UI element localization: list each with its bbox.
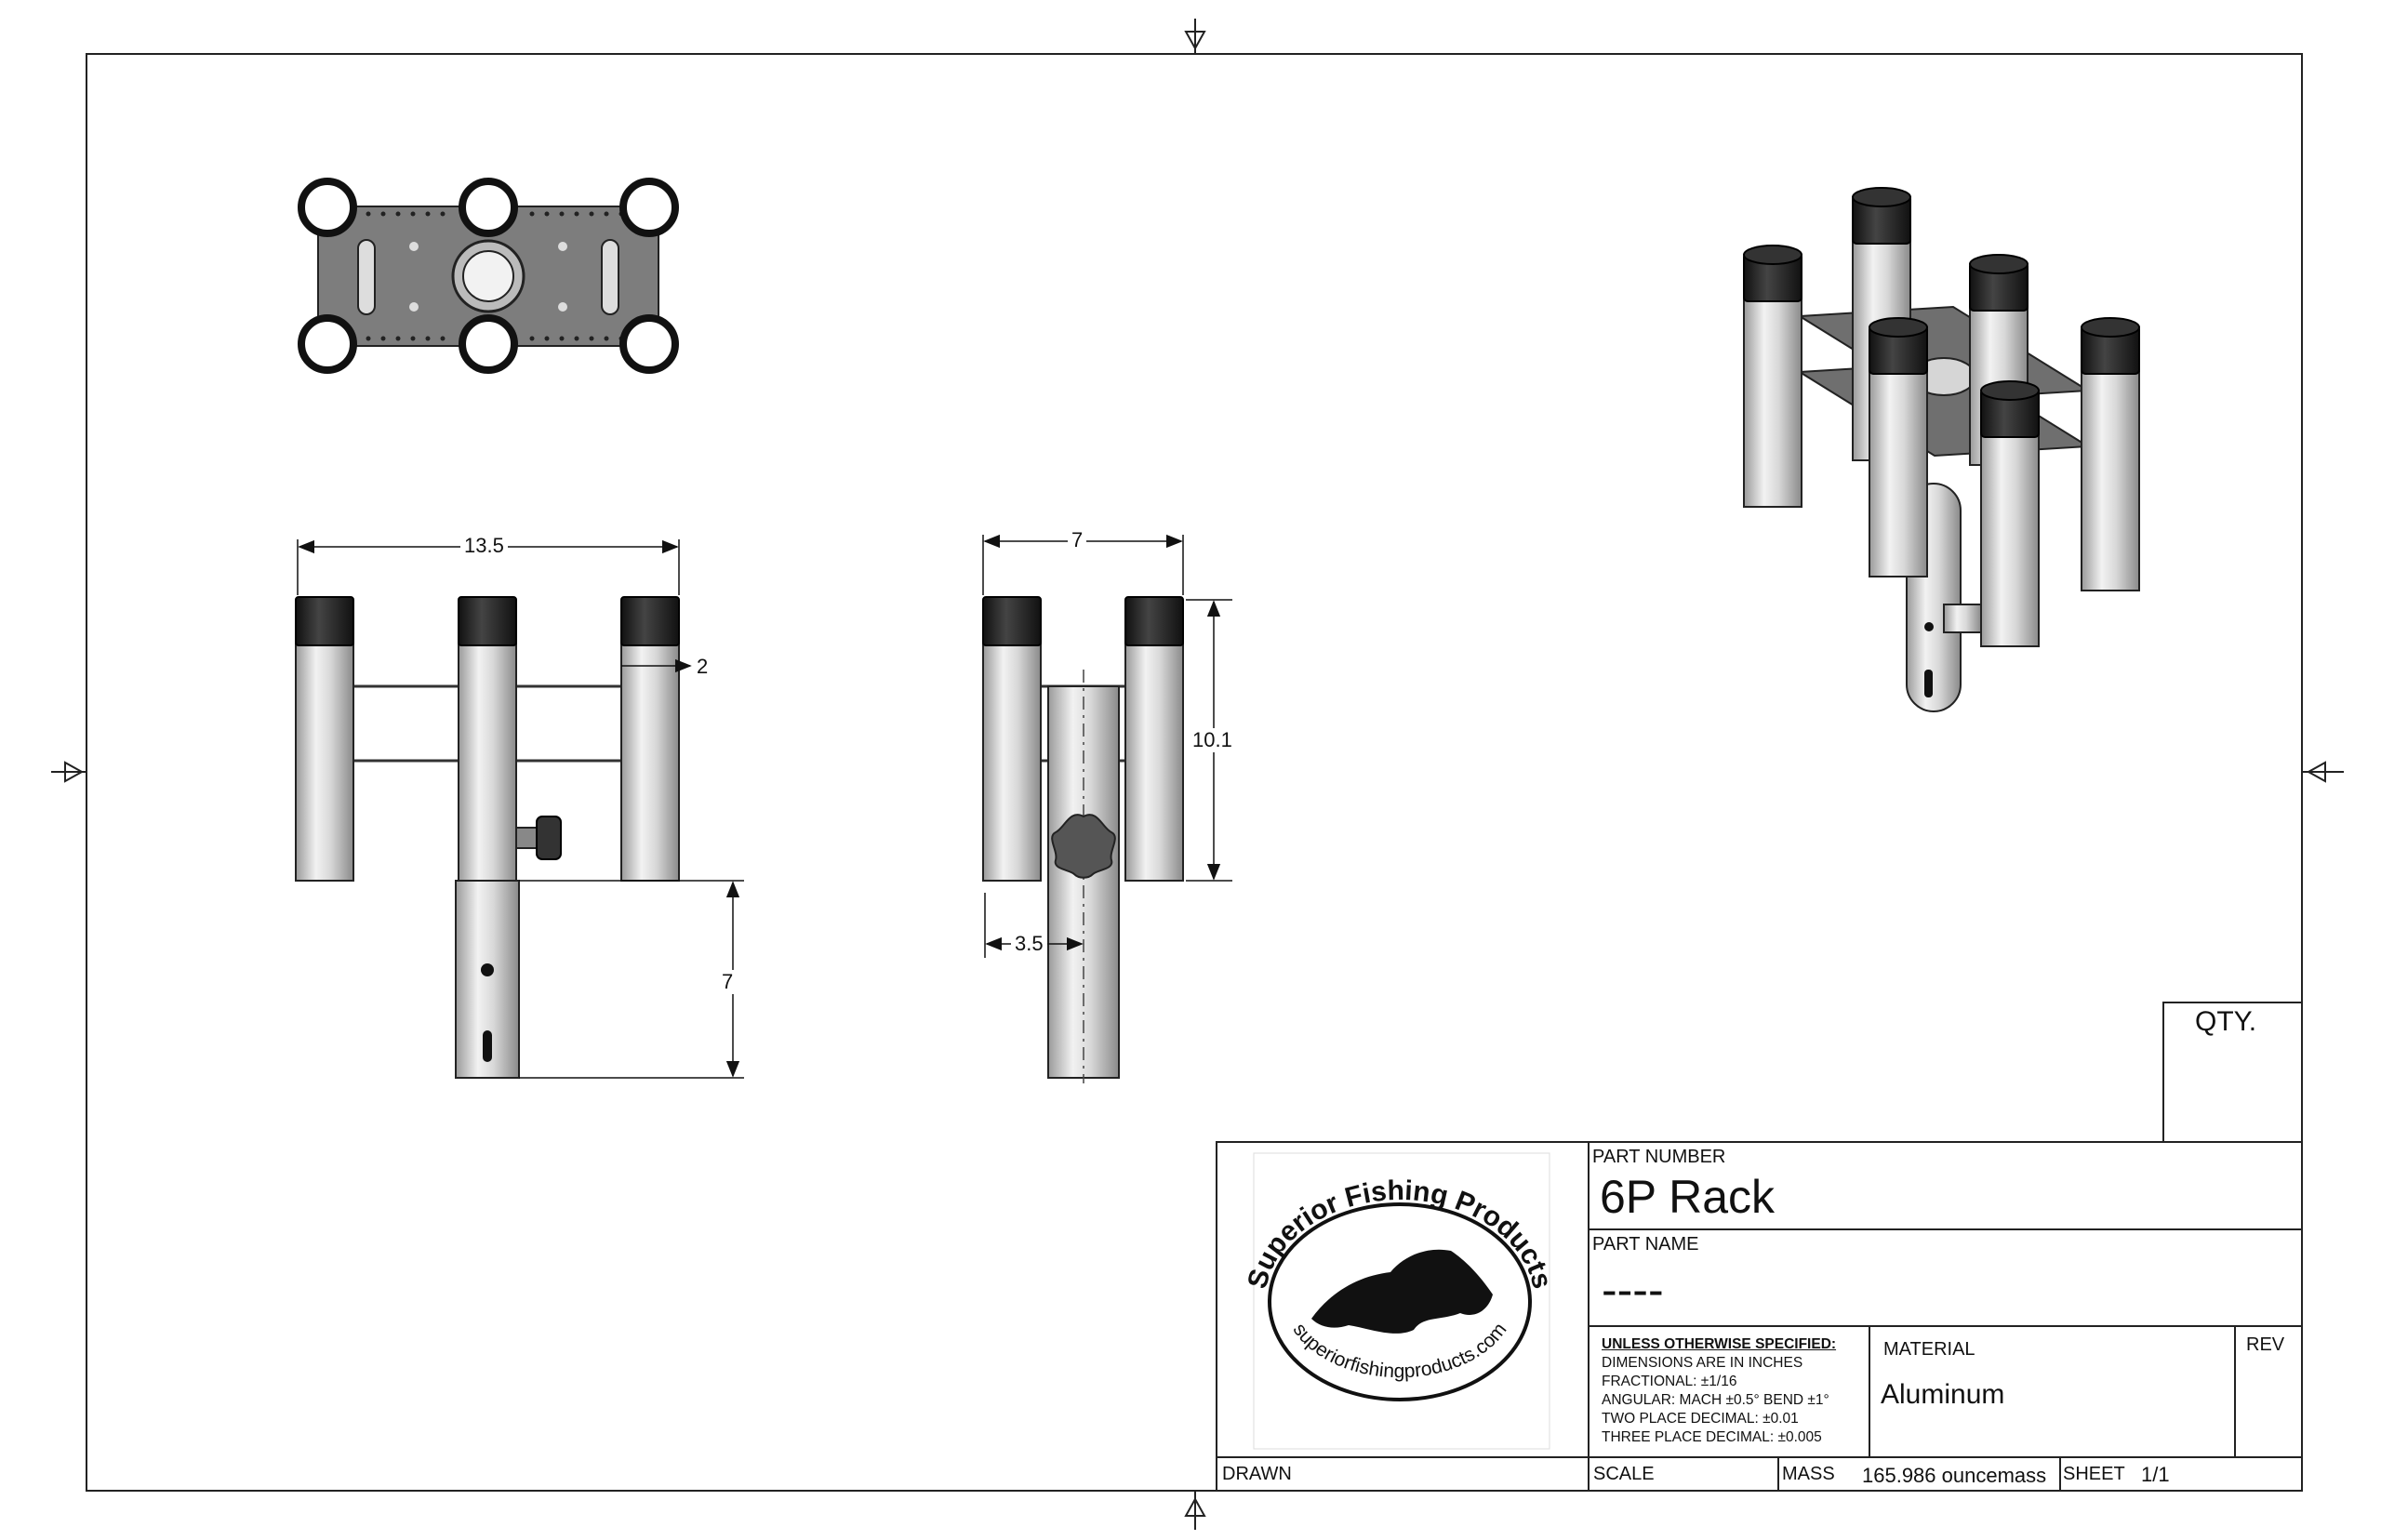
- plate-hole: [574, 336, 579, 341]
- tolerance-line: FRACTIONAL: ±1/16: [1602, 1374, 1737, 1389]
- rev-label: REV: [2246, 1334, 2285, 1355]
- tolerance-line: TWO PLACE DECIMAL: ±0.01: [1602, 1411, 1799, 1427]
- plate-hole: [440, 211, 446, 217]
- plate-hole: [380, 336, 386, 341]
- drawn-label: DRAWN: [1222, 1464, 1292, 1484]
- plate-hole: [529, 211, 535, 217]
- isometric-view: [1743, 187, 2140, 712]
- sheet-value: 1/1: [2141, 1463, 2170, 1486]
- plate-hole: [559, 211, 565, 217]
- part-number-label: PART NUMBER: [1592, 1147, 1726, 1167]
- part-name-value: ----: [1602, 1264, 1664, 1316]
- dim-post-length: 7: [718, 970, 738, 994]
- plate-hole: [604, 211, 609, 217]
- material-label: MATERIAL: [1883, 1339, 1975, 1360]
- tolerance-line: DIMENSIONS ARE IN INCHES: [1602, 1355, 1803, 1371]
- plate-hole: [425, 211, 431, 217]
- plate-hole: [425, 336, 431, 341]
- dim-height: 10.1: [1189, 728, 1236, 752]
- plate-hole: [589, 211, 594, 217]
- tolerance-heading: UNLESS OTHERWISE SPECIFIED:: [1602, 1336, 1837, 1352]
- qty-label: QTY.: [2195, 1006, 2257, 1037]
- company-logo: Superior Fishing Products superiorfishin…: [1242, 1175, 1558, 1401]
- plate-hole: [604, 336, 609, 341]
- plate-hole: [589, 336, 594, 341]
- plate-hole: [559, 336, 565, 341]
- dim-post-offset: 3.5: [1011, 932, 1047, 956]
- plate-hole: [544, 211, 550, 217]
- tolerance-line: ANGULAR: MACH ±0.5° BEND ±1°: [1602, 1392, 1829, 1408]
- dim-width: 13.5: [460, 534, 508, 558]
- plate-hole: [395, 211, 401, 217]
- plate-hole: [440, 336, 446, 341]
- tolerance-line: THREE PLACE DECIMAL: ±0.005: [1602, 1429, 1822, 1445]
- part-name-label: PART NAME: [1592, 1234, 1699, 1255]
- title-block-grid: [1216, 1002, 2303, 1492]
- front-view: [295, 596, 680, 1079]
- scale-label: SCALE: [1593, 1464, 1655, 1484]
- center-marks: [51, 19, 2344, 1530]
- plate-hole: [395, 336, 401, 341]
- plate-hole: [410, 336, 416, 341]
- plate-hole: [574, 211, 579, 217]
- mass-value: 165.986 ouncemass: [1862, 1464, 2047, 1487]
- dim-tube-diameter: 2: [693, 655, 712, 679]
- top-view: [298, 178, 679, 374]
- plate-hole: [410, 211, 416, 217]
- plate-hole: [544, 336, 550, 341]
- part-number-value: 6P Rack: [1600, 1171, 1776, 1223]
- dim-depth: 7: [1068, 528, 1087, 552]
- tolerance-block: UNLESS OTHERWISE SPECIFIED: DIMENSIONS A…: [1602, 1335, 1836, 1447]
- mass-label: MASS: [1782, 1464, 1835, 1484]
- sheet-label: SHEET: [2063, 1464, 2125, 1484]
- plate-hole: [380, 211, 386, 217]
- plate-hole: [366, 211, 371, 217]
- plate-hole: [529, 336, 535, 341]
- material-value: Aluminum: [1881, 1379, 2005, 1410]
- plate-hole: [366, 336, 371, 341]
- side-view: [982, 596, 1184, 1083]
